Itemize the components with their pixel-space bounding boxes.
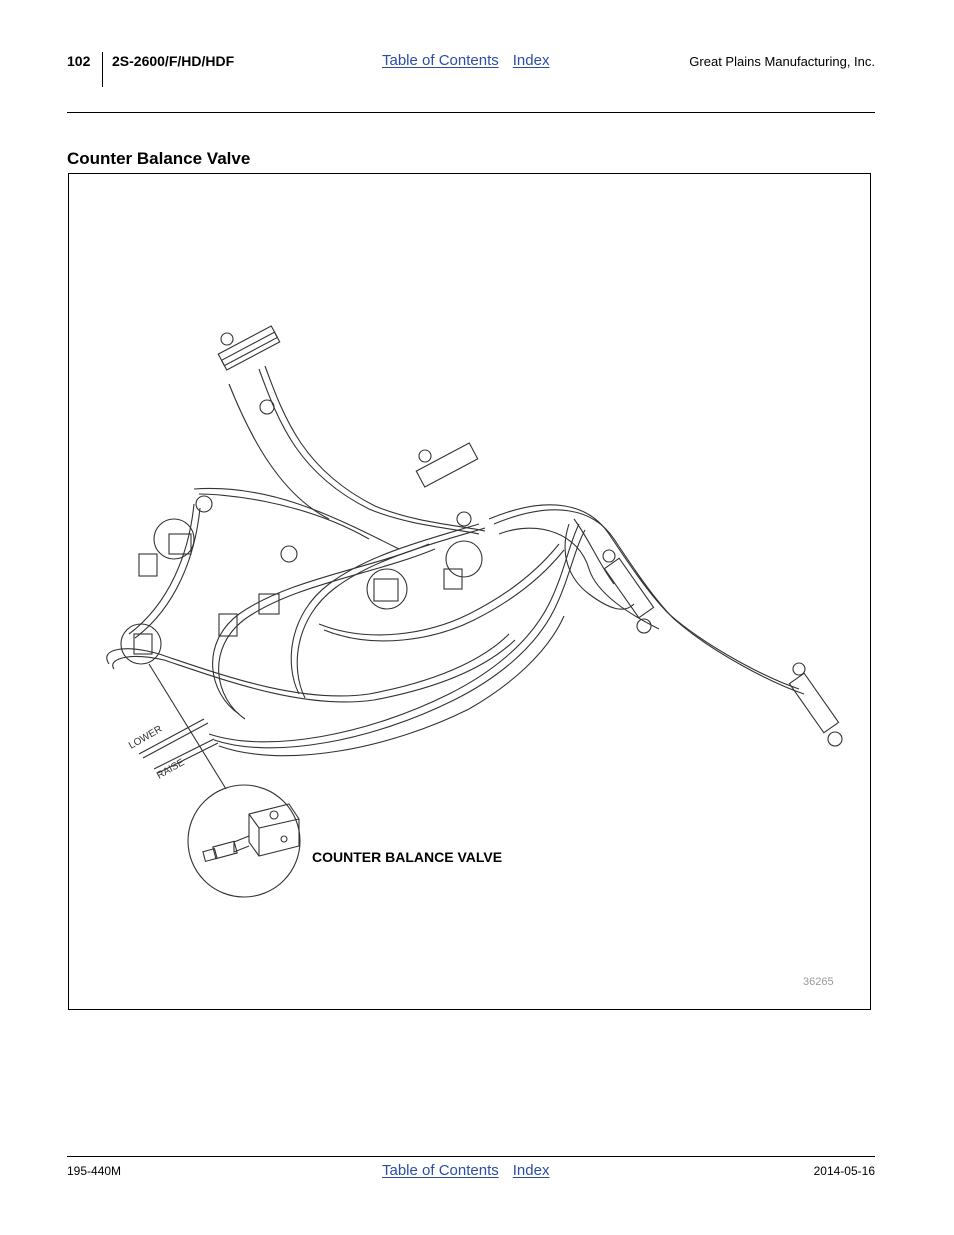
counter-balance-valve-detail bbox=[187, 784, 301, 898]
valve-blocks bbox=[120, 495, 483, 665]
inlet-hoses: LOWER RAISE bbox=[127, 718, 219, 782]
lower-hose-label: LOWER bbox=[127, 724, 164, 752]
cylinder-right-front bbox=[788, 662, 843, 747]
header-table-of-contents-link[interactable]: Table of Contents bbox=[382, 52, 499, 69]
document-number: 195-440M bbox=[67, 1164, 122, 1178]
header-divider bbox=[102, 52, 103, 87]
cylinder-right-middle bbox=[602, 549, 655, 634]
company-name: Great Plains Manufacturing, Inc. bbox=[689, 54, 875, 69]
footer-table-of-contents-link[interactable]: Table of Contents bbox=[382, 1162, 499, 1179]
footer-rule bbox=[67, 1156, 875, 1157]
page-number: 102 bbox=[67, 53, 91, 69]
header-nav: Table of Contents Index bbox=[382, 52, 549, 69]
footer-nav: Table of Contents Index bbox=[382, 1162, 549, 1179]
counter-balance-valve-callout: COUNTER BALANCE VALVE bbox=[312, 849, 503, 865]
cylinder-center bbox=[415, 442, 479, 527]
hydraulic-diagram-figure: LOWER RAISE COUNTER BALANCE VALVE 36265 bbox=[68, 173, 871, 1010]
hydraulic-diagram-drawing: LOWER RAISE bbox=[106, 325, 843, 898]
footer-index-link[interactable]: Index bbox=[512, 1162, 550, 1179]
document-date: 2014-05-16 bbox=[813, 1164, 875, 1178]
hose-bundle bbox=[106, 365, 805, 757]
section-title: Counter Balance Valve bbox=[67, 149, 251, 168]
model-title: 2S-2600/F/HD/HDF bbox=[112, 53, 235, 69]
detail-leader-line bbox=[148, 663, 227, 790]
cylinder-left-rear bbox=[217, 325, 281, 415]
header-rule bbox=[67, 112, 875, 113]
figure-number: 36265 bbox=[803, 976, 834, 988]
header-index-link[interactable]: Index bbox=[512, 52, 550, 69]
